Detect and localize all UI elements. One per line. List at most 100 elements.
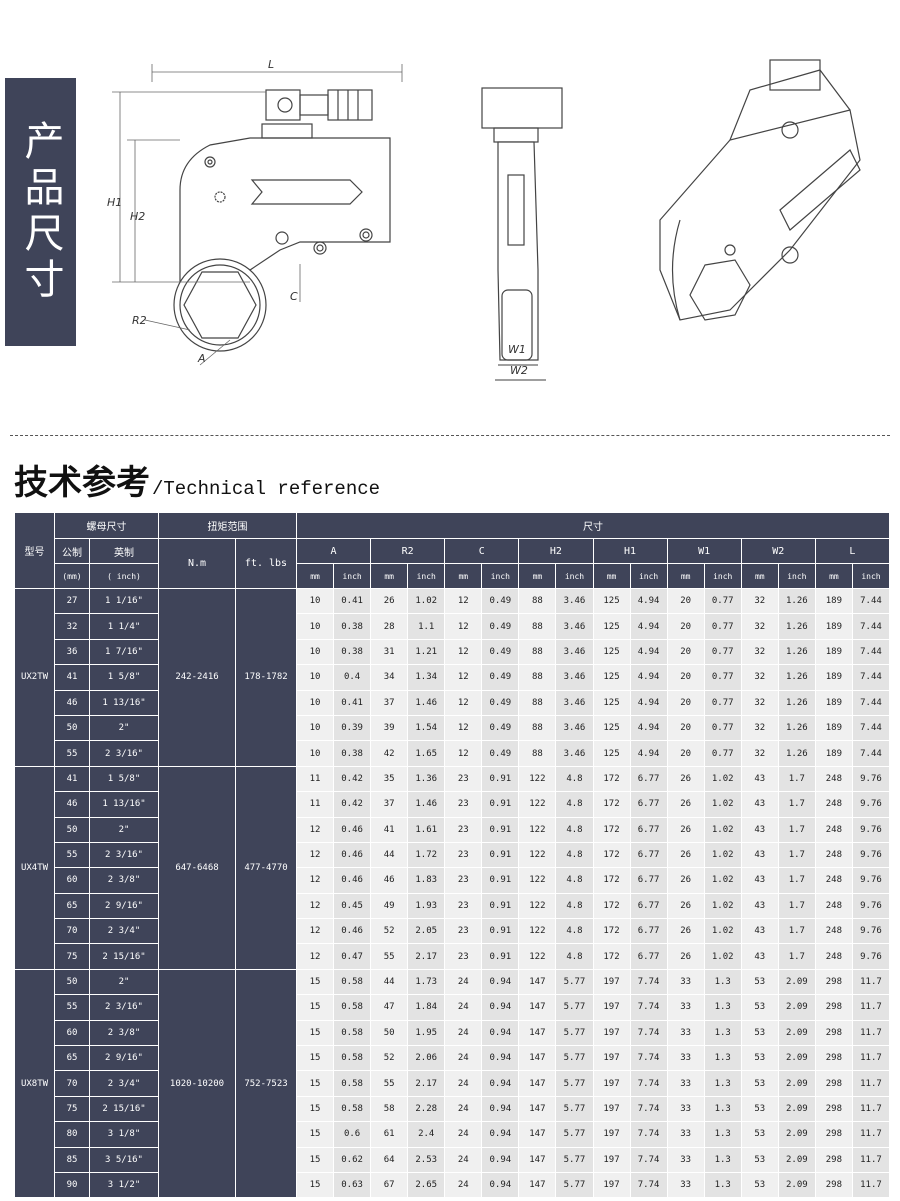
dimension-value-cell: 33	[666, 1019, 705, 1047]
technical-drawings: L H1 H2 C R2 A W1 W2	[107, 58, 861, 381]
dimension-value-cell: 2.09	[777, 1045, 816, 1072]
dimension-value-cell: 7.74	[629, 994, 668, 1021]
dimension-value-cell: 0.94	[481, 1045, 520, 1072]
imperial-size-cell: 2 3/8"	[89, 867, 159, 894]
dimension-value-cell: 3.46	[555, 714, 594, 742]
dimension-value-cell: 298	[814, 1095, 853, 1123]
dimension-value-cell: 5.77	[555, 1146, 594, 1173]
dimension-value-cell: 0.58	[333, 1045, 372, 1072]
dimension-value-cell: 2.17	[407, 1070, 446, 1097]
dimension-value-cell: 189	[814, 638, 853, 666]
header-unit-inch: inch	[629, 563, 668, 589]
dimension-value-cell: 1.3	[703, 1070, 742, 1097]
dimension-value-cell: 2.09	[777, 994, 816, 1021]
dimension-value-cell: 43	[740, 867, 779, 894]
dimension-value-cell: 125	[592, 638, 631, 666]
dimension-value-cell: 197	[592, 1019, 631, 1047]
dimension-value-cell: 0.94	[481, 1121, 520, 1148]
dimension-value-cell: 1.7	[777, 943, 816, 970]
dimension-value-cell: 0.77	[703, 587, 742, 615]
dimension-value-cell: 35	[370, 765, 409, 793]
dimension-value-cell: 172	[592, 918, 631, 945]
dimension-value-cell: 0.91	[481, 867, 520, 894]
dimension-value-cell: 10	[295, 613, 335, 640]
dimension-value-cell: 0.49	[481, 714, 520, 742]
imperial-size-cell: 2 15/16"	[89, 1095, 159, 1123]
dimension-value-cell: 26	[666, 841, 705, 869]
dimension-value-cell: 0.58	[333, 1095, 372, 1123]
dimension-value-cell: 26	[666, 892, 705, 920]
dimension-value-cell: 248	[814, 943, 853, 970]
header-unit-inch: inch	[777, 563, 816, 589]
header-metric: 公制	[54, 538, 90, 564]
dimension-value-cell: 122	[518, 841, 557, 869]
dimension-value-cell: 0.58	[333, 968, 372, 996]
dimension-value-cell: 15	[295, 1171, 335, 1199]
dimension-value-cell: 33	[666, 1146, 705, 1173]
dimension-value-cell: 10	[295, 714, 335, 742]
dimension-value-cell: 88	[518, 740, 557, 767]
dimension-value-cell: 122	[518, 892, 557, 920]
imperial-size-cell: 2 3/4"	[89, 1070, 159, 1097]
dimension-value-cell: 33	[666, 1171, 705, 1199]
dimension-value-cell: 88	[518, 714, 557, 742]
dimension-value-cell: 125	[592, 740, 631, 767]
dimension-value-cell: 12	[295, 943, 335, 970]
dimension-value-cell: 147	[518, 994, 557, 1021]
dimension-value-cell: 20	[666, 613, 705, 640]
dimension-value-cell: 53	[740, 1045, 779, 1072]
dimension-value-cell: 11.7	[851, 968, 891, 996]
dimension-value-cell: 298	[814, 1019, 853, 1047]
dimension-value-cell: 12	[444, 664, 483, 691]
metric-size-cell: 50	[54, 968, 90, 996]
metric-size-cell: 65	[54, 1045, 90, 1072]
dimension-value-cell: 42	[370, 740, 409, 767]
dimension-value-cell: 2.65	[407, 1171, 446, 1199]
dimension-value-cell: 9.76	[851, 841, 891, 869]
dimension-value-cell: 20	[666, 638, 705, 666]
dimension-value-cell: 0.38	[333, 740, 372, 767]
metric-size-cell: 50	[54, 816, 90, 843]
dimension-value-cell: 12	[444, 613, 483, 640]
dimension-value-cell: 10	[295, 587, 335, 615]
dimension-value-cell: 33	[666, 968, 705, 996]
dimension-value-cell: 125	[592, 714, 631, 742]
dimension-value-cell: 1.3	[703, 1146, 742, 1173]
dimension-value-cell: 32	[740, 587, 779, 615]
dimension-value-cell: 12	[295, 816, 335, 843]
dimension-value-cell: 6.77	[629, 867, 668, 894]
dimension-value-cell: 2.28	[407, 1095, 446, 1123]
imperial-size-cell: 2 9/16"	[89, 892, 159, 920]
dimension-value-cell: 147	[518, 1146, 557, 1173]
imperial-size-cell: 2 3/8"	[89, 1019, 159, 1047]
dimension-value-cell: 4.8	[555, 765, 594, 793]
dimension-value-cell: 1.84	[407, 994, 446, 1021]
dimension-value-cell: 88	[518, 613, 557, 640]
dimension-value-cell: 1.1	[407, 613, 446, 640]
dimension-value-cell: 9.76	[851, 867, 891, 894]
dimension-value-cell: 1.7	[777, 765, 816, 793]
metric-size-cell: 36	[54, 638, 90, 666]
dimension-value-cell: 172	[592, 867, 631, 894]
dimension-value-cell: 23	[444, 791, 483, 818]
dimension-value-cell: 43	[740, 765, 779, 793]
dimension-value-cell: 189	[814, 664, 853, 691]
dimension-value-cell: 4.94	[629, 613, 668, 640]
dimension-value-cell: 15	[295, 968, 335, 996]
imperial-size-cell: 2 9/16"	[89, 1045, 159, 1072]
header-ftlbs: ft. lbs	[235, 538, 297, 589]
dimension-value-cell: 298	[814, 1045, 853, 1072]
dimension-value-cell: 24	[444, 994, 483, 1021]
dimension-value-cell: 11.7	[851, 1095, 891, 1123]
dimension-value-cell: 125	[592, 587, 631, 615]
dimension-value-cell: 2.06	[407, 1045, 446, 1072]
dimension-value-cell: 0.91	[481, 841, 520, 869]
dimension-value-cell: 11.7	[851, 1045, 891, 1072]
dimension-value-cell: 1.26	[777, 664, 816, 691]
dimension-value-cell: 1.02	[703, 867, 742, 894]
dimension-value-cell: 3.46	[555, 613, 594, 640]
dimension-value-cell: 298	[814, 1171, 853, 1199]
